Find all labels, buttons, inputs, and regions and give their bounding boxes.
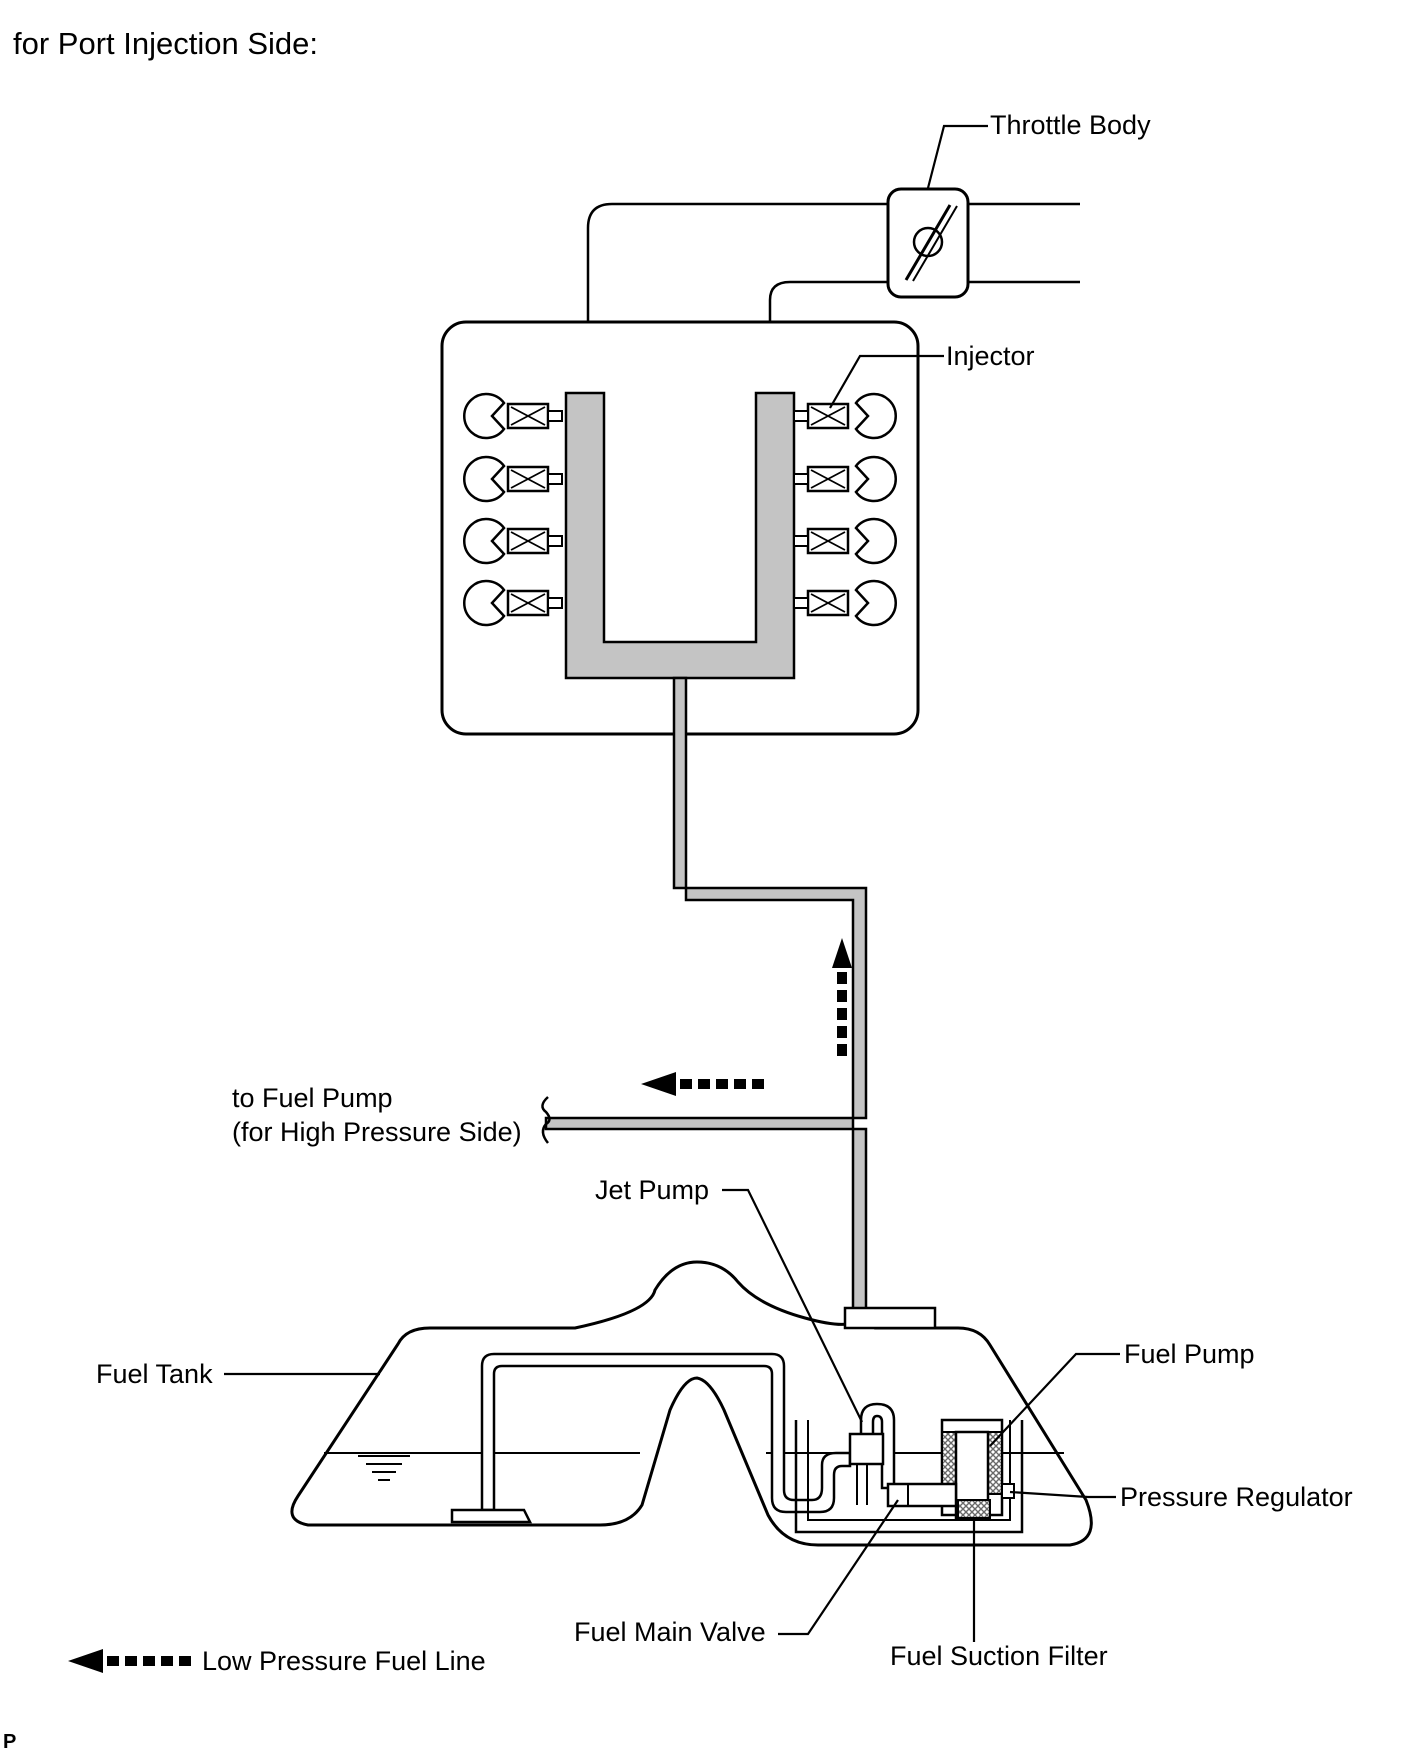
injector-left-1 [463, 392, 563, 440]
injector-left-3 [463, 517, 563, 565]
transfer-pipe-foot [450, 1508, 533, 1524]
line-break-mark [541, 1096, 551, 1144]
page-title: for Port Injection Side: [13, 26, 318, 61]
injector-left-4 [463, 579, 563, 627]
fuel-pump-assembly [886, 1418, 1015, 1520]
label-to-fuel-pump: to Fuel Pump [232, 1083, 393, 1113]
fuel-level-symbol [358, 1455, 410, 1481]
pump-cover-flange [843, 1306, 937, 1330]
injector-right-1 [793, 392, 897, 440]
legend-dashed-arrow-icon [68, 1649, 191, 1673]
leader-lines [224, 124, 1120, 1642]
label-fuel-pump: Fuel Pump [1124, 1339, 1255, 1369]
jet-pump [848, 1402, 896, 1505]
injector-right-2 [793, 455, 897, 503]
intake-duct [586, 202, 1080, 322]
fuel-delivery-pipe [564, 391, 796, 680]
label-fuel-main-valve: Fuel Main Valve [574, 1617, 766, 1647]
label-throttle-body: Throttle Body [990, 110, 1151, 140]
corner-mark: P [3, 1731, 16, 1753]
injector-group [463, 392, 897, 627]
throttle-body [886, 187, 970, 299]
label-pressure-regulator: Pressure Regulator [1120, 1482, 1353, 1512]
label-jet-pump: Jet Pump [595, 1175, 709, 1205]
label-high-pressure-side: (for High Pressure Side) [232, 1117, 522, 1147]
injector-left-2 [463, 455, 563, 503]
label-fuel-suction-filter: Fuel Suction Filter [890, 1641, 1108, 1671]
label-injector: Injector [946, 341, 1035, 371]
injector-right-4 [793, 579, 897, 627]
legend-label-low-pressure: Low Pressure Fuel Line [202, 1646, 486, 1676]
flow-arrow-left [641, 1072, 764, 1096]
label-fuel-tank: Fuel Tank [96, 1359, 213, 1389]
transfer-pipe [480, 1352, 852, 1514]
pump-reservoir [794, 1420, 1024, 1534]
flow-arrow-up [832, 938, 852, 1056]
legend: Low Pressure Fuel Line [68, 1646, 486, 1676]
injector-right-3 [793, 517, 897, 565]
